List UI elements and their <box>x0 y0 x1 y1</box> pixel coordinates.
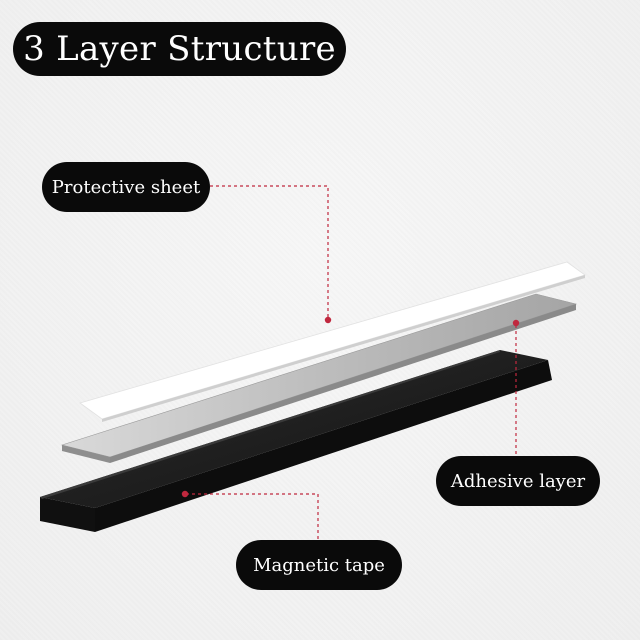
leader-dot-protective <box>324 316 332 324</box>
label-magnetic-tape: Magnetic tape <box>236 540 402 590</box>
label-adhesive-layer: Adhesive layer <box>436 456 600 506</box>
leader-dot-adhesive <box>512 319 520 327</box>
leader-line-protective <box>210 185 329 318</box>
page-title: 3 Layer Structure <box>13 22 346 76</box>
magnetic-tape-layer <box>40 350 552 532</box>
label-protective-sheet: Protective sheet <box>42 162 210 212</box>
adhesive-layer <box>60 293 578 463</box>
leader-dot-magnetic <box>181 490 189 498</box>
